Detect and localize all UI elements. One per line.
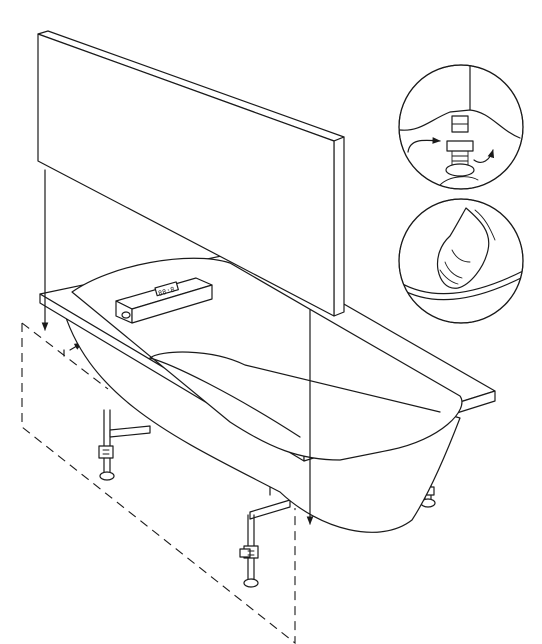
dashed-installation-outline [21,322,296,644]
detail-foot-adjustment [398,64,524,190]
detail-hand-sealing [398,198,524,324]
control-panel: 88:8 [115,277,213,324]
wall-panel [37,30,345,317]
placement-arrows [41,169,314,525]
